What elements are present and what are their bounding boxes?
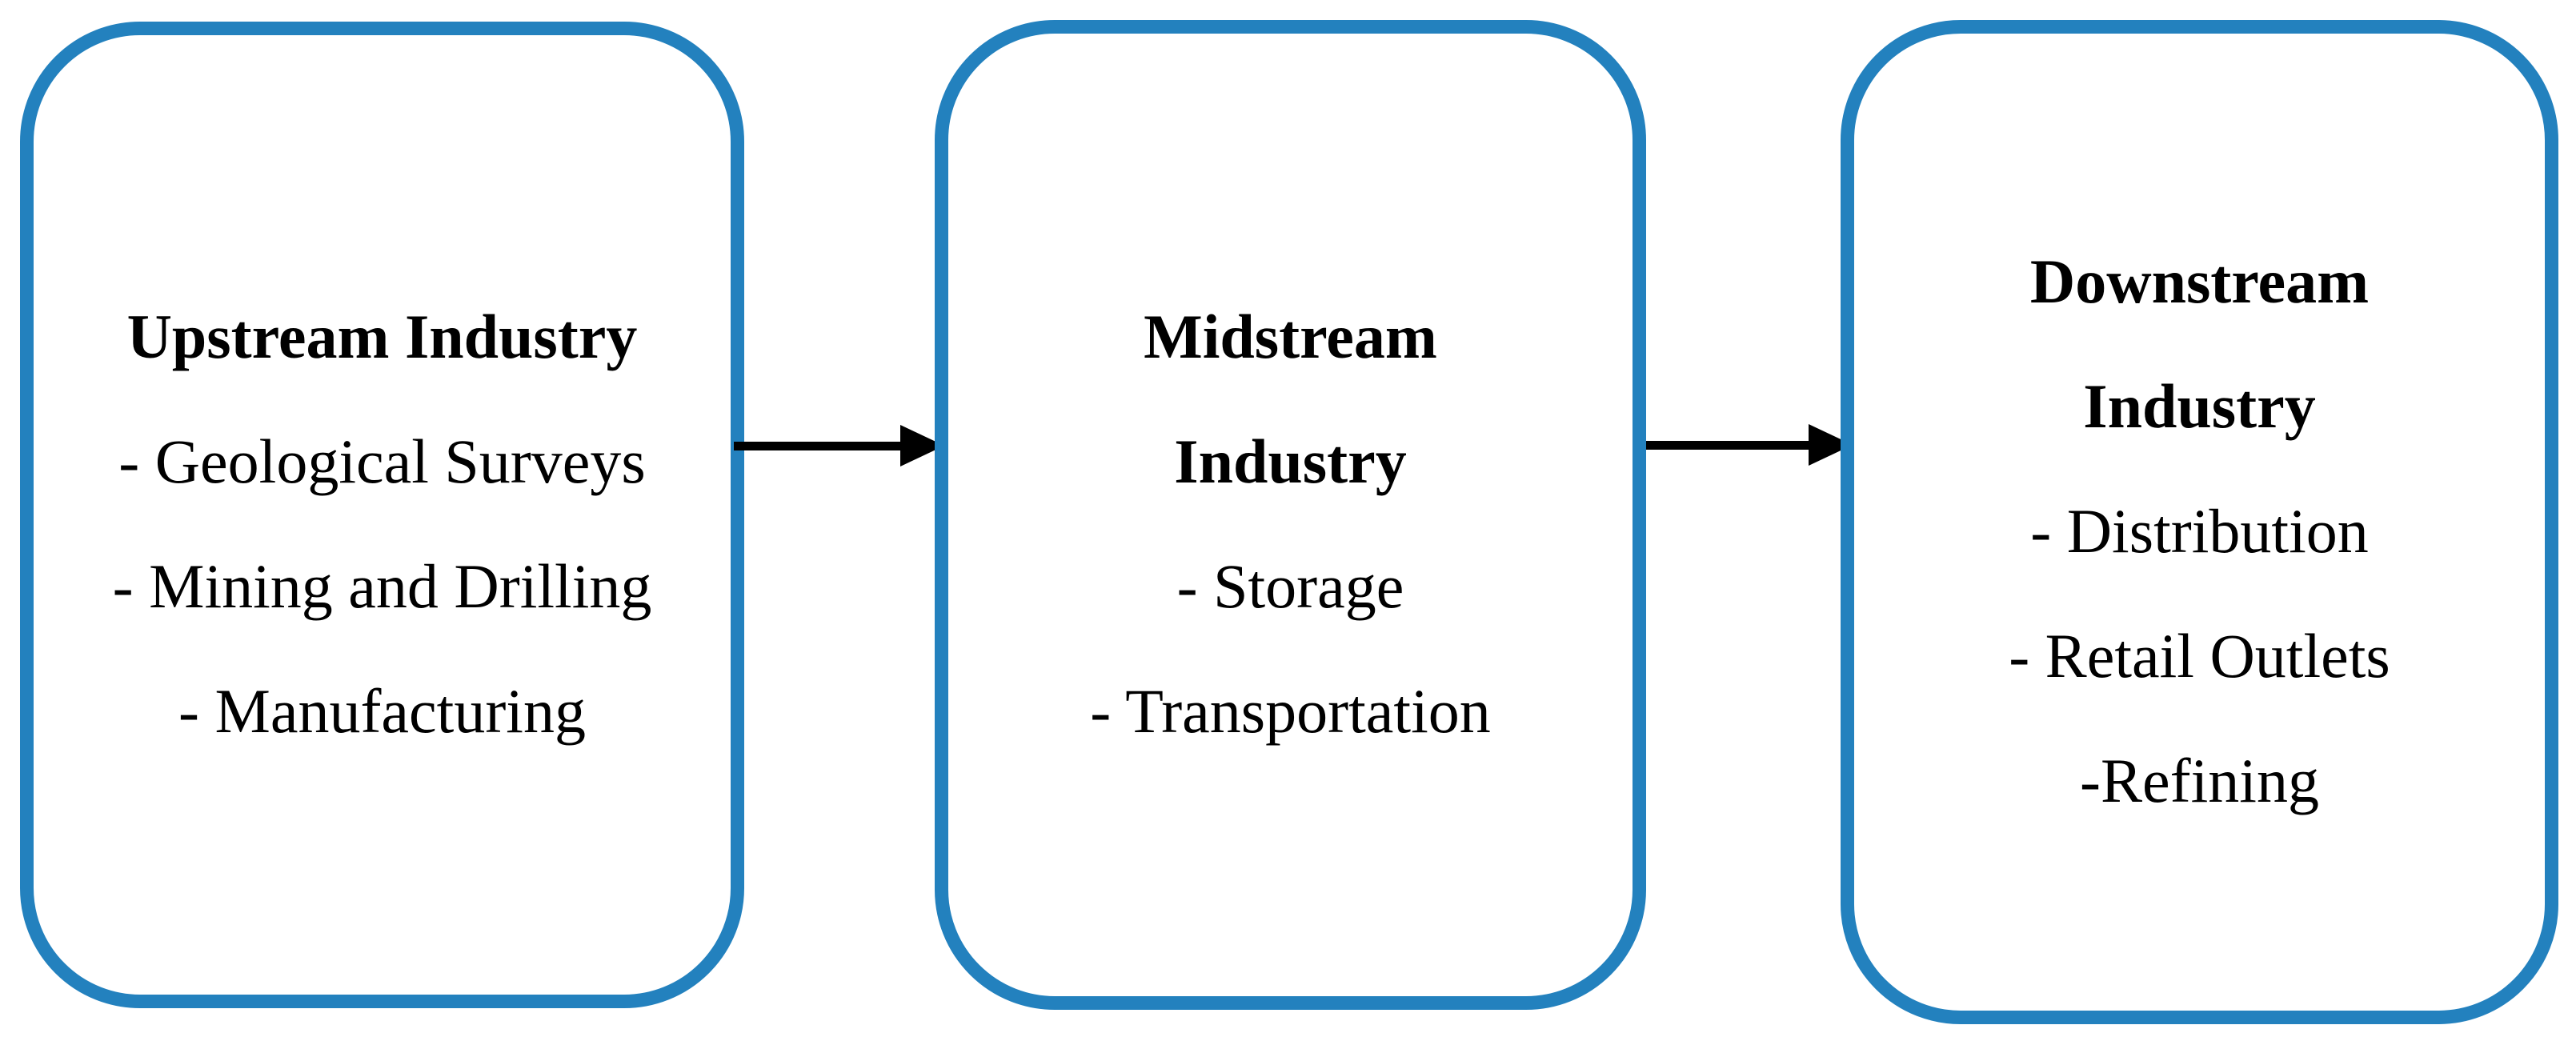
upstream-item-geological-surveys: - Geological Surveys <box>118 426 646 496</box>
downstream-box-title-line1: Downstream <box>2029 246 2370 316</box>
upstream-box-title: Upstream Industry <box>126 301 638 371</box>
upstream-industry-box: Upstream Industry - Geological Surveys -… <box>20 22 744 1008</box>
downstream-industry-box: Downstream Industry - Distribution - Ret… <box>1841 20 2558 1024</box>
midstream-box-title-line2: Industry <box>1174 426 1407 496</box>
downstream-item-retail-outlets: - Retail Outlets <box>2009 620 2390 691</box>
arrow-shaft <box>1646 440 1809 450</box>
upstream-item-mining-and-drilling: - Mining and Drilling <box>112 551 652 621</box>
midstream-item-storage: - Storage <box>1176 551 1404 621</box>
midstream-industry-box: Midstream Industry - Storage - Transport… <box>935 20 1646 1010</box>
downstream-item-refining: -Refining <box>2080 745 2319 815</box>
flow-arrow-upstream-to-midstream <box>734 425 944 466</box>
midstream-item-transportation: - Transportation <box>1090 675 1491 746</box>
flow-arrow-midstream-to-downstream <box>1646 424 1853 466</box>
downstream-box-title-line2: Industry <box>2083 370 2316 441</box>
downstream-item-distribution: - Distribution <box>2030 495 2369 566</box>
midstream-box-title-line1: Midstream <box>1144 301 1437 371</box>
arrow-shaft <box>734 441 900 450</box>
upstream-item-manufacturing: - Manufacturing <box>178 675 586 746</box>
